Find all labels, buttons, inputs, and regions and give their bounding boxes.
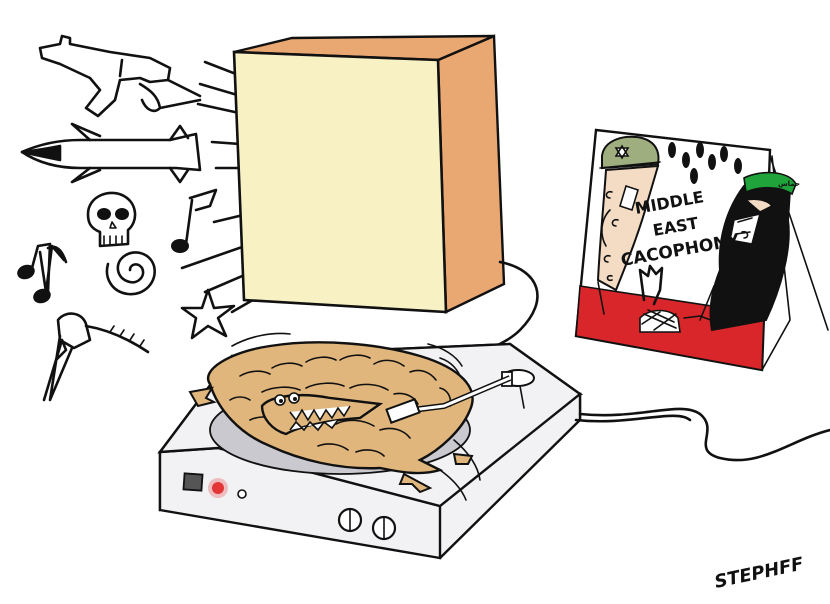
skull-icon: [86, 191, 137, 248]
shout-spray: [603, 190, 753, 282]
speaker-front: [232, 50, 448, 314]
tone-knob: [371, 515, 397, 541]
headband-text: حماس: [778, 180, 800, 188]
missile-icon: [20, 122, 202, 184]
tonearm-head: [385, 398, 421, 424]
speaker-box: [232, 34, 506, 314]
turntable-cable: [578, 407, 830, 462]
star-icon: [180, 288, 236, 340]
artist-signature: STEPHFF: [713, 553, 806, 592]
speaker-side: [436, 34, 506, 314]
music-note-icon: [17, 242, 68, 304]
bomb-icons: [668, 142, 742, 184]
crocodile-record: [188, 341, 474, 494]
rifle-icon: [38, 34, 202, 118]
knife-icon: [42, 312, 150, 402]
music-note-icon: [171, 188, 218, 253]
helmet-figure: [596, 135, 661, 315]
keffiyeh-figure: [639, 309, 717, 333]
power-led: [212, 482, 224, 494]
tonearm: [385, 369, 535, 424]
volume-knob: [337, 507, 363, 533]
bearded-figure: حماس: [709, 171, 800, 332]
indicator-light: [237, 489, 247, 499]
album-cover: حماس MIDDLE EAST CACOPHONY: [574, 128, 829, 372]
spiral-icon: [105, 251, 156, 296]
power-switch: [182, 472, 204, 492]
